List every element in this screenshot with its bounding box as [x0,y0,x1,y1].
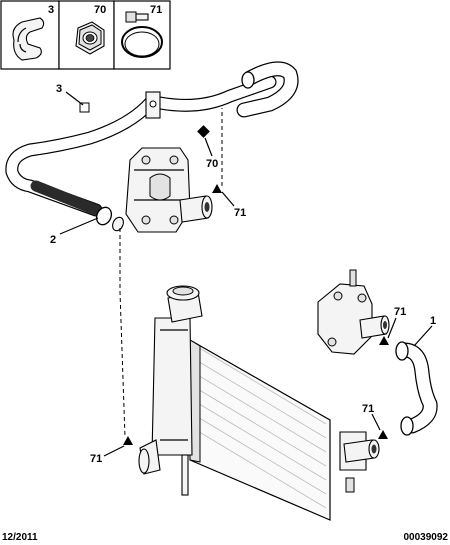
leader-71-top [221,191,235,207]
marker-square-3 [79,102,90,113]
callout-3: 3 [56,83,62,95]
thermostat-housing-lower [317,269,390,355]
legend-ref-3: 3 [48,4,54,16]
callout-70: 70 [206,158,218,170]
callout-71-mid: 71 [362,403,374,415]
upper-hose [5,61,299,232]
leader-71-right [387,317,397,339]
hose-clamp-icon [121,11,163,58]
dash-left [119,228,126,438]
legend-ref-70: 70 [94,4,106,16]
radiator [138,285,380,521]
nut-icon [75,21,105,55]
legend-box-3: 3 [0,0,60,70]
legend-box-71: 71 [113,0,171,70]
hose-bracket [145,91,161,119]
marker-diamond-70 [197,125,210,138]
leader-70 [204,137,213,157]
marker-triangle-right [379,336,389,345]
legend-ref-71: 71 [150,4,162,16]
legend-box-70: 70 [58,0,115,70]
clip-icon [12,17,45,61]
leader-1 [413,325,433,347]
callout-71-left: 71 [90,453,102,465]
footer-date: 12/2011 [2,532,38,543]
leader-3 [65,91,84,106]
footer-doc-number: 00039092 [404,532,449,543]
callout-71-top: 71 [234,207,246,219]
leader-71-left [103,445,125,457]
leader-2 [59,217,99,235]
callout-2: 2 [50,234,56,246]
thermostat-housing-upper [125,147,213,233]
marker-triangle-mid [378,430,388,439]
marker-triangle-top [212,184,222,193]
leader-71-mid [371,413,381,431]
marker-triangle-left [123,436,133,445]
callout-1: 1 [430,315,436,327]
lower-hose [395,341,438,436]
callout-71-right: 71 [394,306,406,318]
